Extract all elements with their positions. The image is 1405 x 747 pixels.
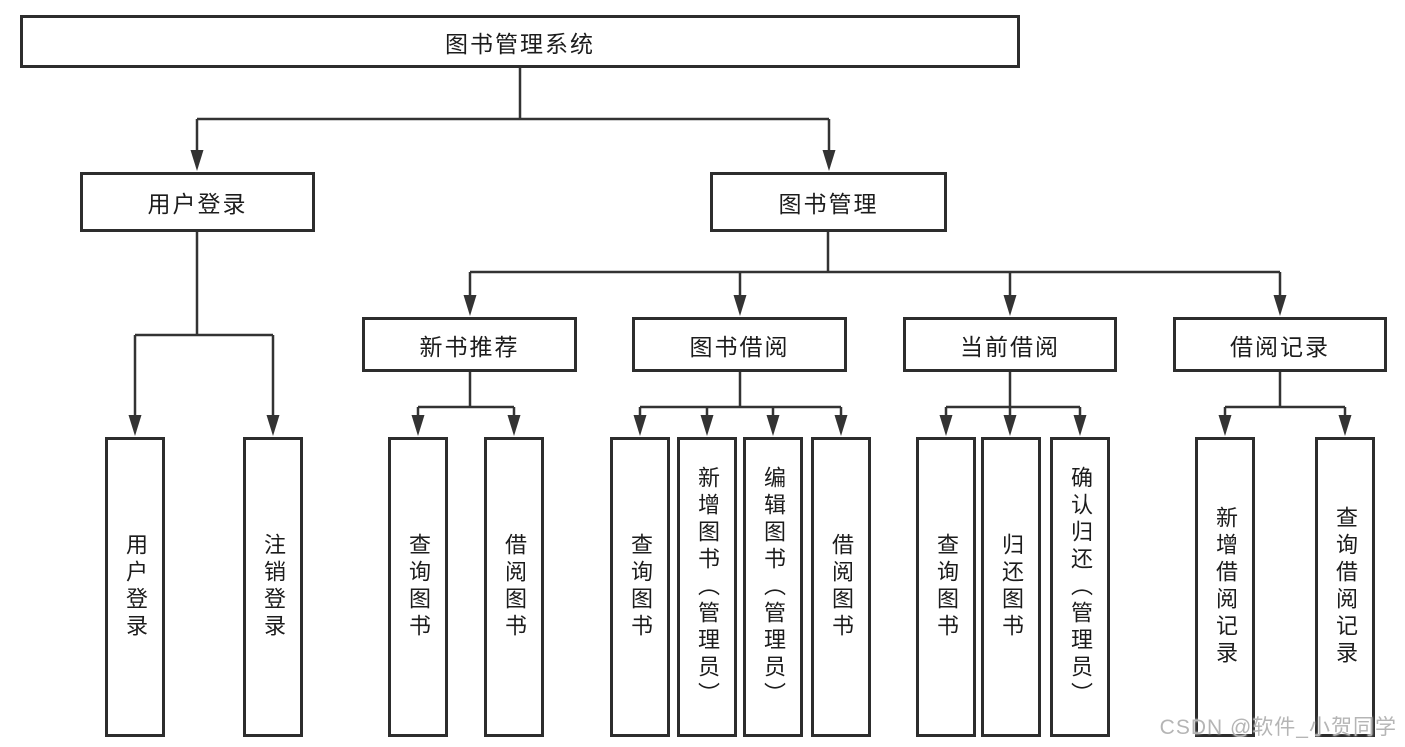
leaf-query-borrow-record: 查询借阅记录 bbox=[1315, 437, 1375, 737]
node-user-login: 用户登录 bbox=[80, 172, 315, 232]
arrow-down-icon bbox=[411, 415, 425, 436]
leaf-user-login: 用户登录 bbox=[105, 437, 165, 737]
leaf-query-books-current: 查询图书 bbox=[916, 437, 976, 737]
arrow-down-icon bbox=[128, 415, 142, 436]
arrow-down-icon bbox=[190, 150, 204, 171]
leaf-logout: 注销登录 bbox=[243, 437, 303, 737]
leaf-add-borrow-record: 新增借阅记录 bbox=[1195, 437, 1255, 737]
arrow-down-icon bbox=[834, 415, 848, 436]
arrow-down-icon bbox=[266, 415, 280, 436]
node-current-borrow: 当前借阅 bbox=[903, 317, 1117, 372]
connector-current-borrow-branch bbox=[944, 372, 1082, 418]
node-root-title: 图书管理系统 bbox=[20, 15, 1020, 68]
arrowheads bbox=[128, 150, 1352, 436]
connector-new-book-branch bbox=[416, 372, 516, 418]
leaf-add-book-admin: 新增图书（管理员） bbox=[677, 437, 737, 737]
connector-root-to-level2 bbox=[195, 68, 831, 153]
arrow-down-icon bbox=[507, 415, 521, 436]
arrow-down-icon bbox=[766, 415, 780, 436]
arrow-down-icon bbox=[1003, 295, 1017, 316]
arrow-down-icon bbox=[733, 295, 747, 316]
leaf-borrow-books-borrow: 借阅图书 bbox=[811, 437, 871, 737]
connector-book-borrow-branch bbox=[638, 372, 843, 418]
connector-user-login-branch bbox=[133, 232, 275, 418]
arrow-down-icon bbox=[1273, 295, 1287, 316]
node-new-book-recommend: 新书推荐 bbox=[362, 317, 577, 372]
arrow-down-icon bbox=[1003, 415, 1017, 436]
node-book-borrow: 图书借阅 bbox=[632, 317, 847, 372]
connector-borrow-records-branch bbox=[1223, 372, 1347, 418]
arrow-down-icon bbox=[1338, 415, 1352, 436]
leaf-query-books-borrow: 查询图书 bbox=[610, 437, 670, 737]
leaf-query-books-recommend: 查询图书 bbox=[388, 437, 448, 737]
watermark: CSDN @软件_小贺同学 bbox=[1159, 716, 1397, 739]
leaf-edit-book-admin: 编辑图书（管理员） bbox=[743, 437, 803, 737]
leaf-borrow-books-recommend: 借阅图书 bbox=[484, 437, 544, 737]
arrow-down-icon bbox=[463, 295, 477, 316]
arrow-down-icon bbox=[939, 415, 953, 436]
arrow-down-icon bbox=[1218, 415, 1232, 436]
connector-book-management-branch bbox=[468, 232, 1282, 298]
arrow-down-icon bbox=[1073, 415, 1087, 436]
arrow-down-icon bbox=[700, 415, 714, 436]
node-book-management: 图书管理 bbox=[710, 172, 947, 232]
leaf-return-books: 归还图书 bbox=[981, 437, 1041, 737]
node-borrow-records: 借阅记录 bbox=[1173, 317, 1387, 372]
arrow-down-icon bbox=[633, 415, 647, 436]
leaf-confirm-return-admin: 确认归还（管理员） bbox=[1050, 437, 1110, 737]
arrow-down-icon bbox=[822, 150, 836, 171]
